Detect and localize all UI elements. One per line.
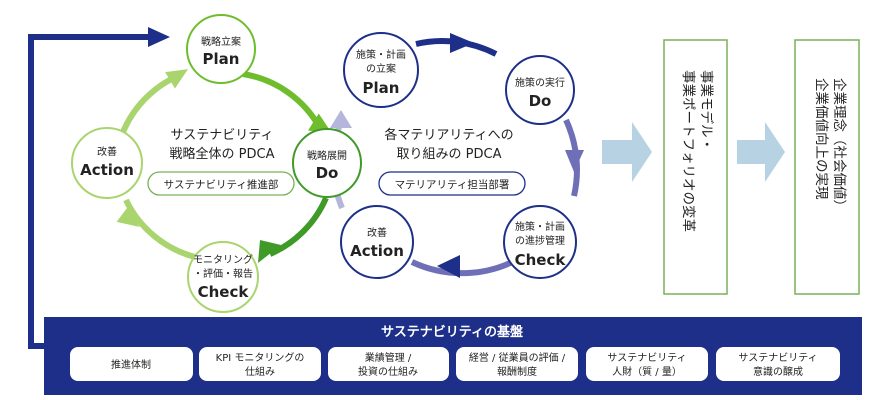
- foundation-item: 推進体制: [70, 347, 193, 381]
- right-check-label-line2: の進捗管理: [515, 234, 565, 247]
- right-plan-label-line1: 施策・計画: [356, 48, 406, 61]
- left-cycle-owner-badge: サステナビリティ推進部: [147, 171, 295, 196]
- left-check-label-line1: モニタリング: [193, 253, 253, 266]
- foundation-item-2-line1: KPI モニタリングの: [216, 351, 305, 364]
- left-node-plan: 戦略立案 Plan: [186, 14, 256, 84]
- left-plan-phase: Plan: [203, 50, 240, 68]
- right-plan-phase: Plan: [363, 79, 400, 97]
- left-node-do: 戦略展開 Do: [292, 128, 362, 198]
- foundation-item-6-line2: 意識の醸成: [753, 365, 803, 378]
- left-node-action: 改善 Action: [71, 127, 143, 199]
- right-cycle-owner-badge: マテリアリティ担当部署: [378, 171, 526, 196]
- left-cycle-owner: サステナビリティ推進部: [164, 178, 279, 191]
- foundation-item-1-line1: 推進体制: [111, 358, 151, 371]
- foundation-title: サステナビリティの基盤: [381, 324, 524, 340]
- left-plan-label: 戦略立案: [201, 35, 241, 48]
- right-cycle-title-line2: 取り組みの PDCA: [397, 147, 502, 162]
- foundation-bar: サステナビリティの基盤 推進体制 KPI モニタリングの 仕組み 業績管理 / …: [44, 317, 862, 395]
- foundation-item-5-line2: 人財（質 / 量）: [612, 365, 682, 378]
- chevron-arrow-1: [602, 122, 652, 182]
- outcome-1-line2: 事業ポートフォリオの変革: [680, 70, 697, 232]
- foundation-item: 経営 / 従業員の評価 / 報酬制度: [456, 347, 578, 381]
- foundation-item: サステナビリティ 意識の醸成: [716, 347, 840, 381]
- left-do-phase: Do: [316, 164, 339, 182]
- outcome-box-1: 事業モデル・ 事業ポートフォリオの変革: [663, 39, 728, 295]
- left-action-phase: Action: [80, 161, 134, 179]
- foundation-item-3-line2: 投資の仕組み: [358, 365, 418, 378]
- right-check-label-line1: 施策・計画: [515, 220, 565, 233]
- right-node-plan: 施策・計画 の立案 Plan: [343, 32, 419, 108]
- right-plan-label-line2: の立案: [366, 62, 396, 75]
- right-node-action: 改善 Action: [340, 205, 414, 279]
- right-do-phase: Do: [529, 92, 552, 110]
- foundation-item: KPI モニタリングの 仕組み: [199, 347, 321, 381]
- chevron-arrow-2: [737, 122, 785, 182]
- foundation-item-2-line2: 仕組み: [245, 365, 275, 378]
- right-cycle-arrowheads: [330, 33, 584, 278]
- right-action-label: 改善: [367, 226, 387, 239]
- outcome-1-line1: 事業モデル・: [698, 70, 715, 151]
- foundation-item: 業績管理 / 投資の仕組み: [328, 347, 449, 381]
- right-node-check: 施策・計画 の進捗管理 Check: [503, 205, 577, 279]
- foundation-item-3-line1: 業績管理 /: [365, 351, 412, 364]
- foundation-item-4-line2: 報酬制度: [497, 365, 537, 378]
- right-check-phase: Check: [515, 251, 567, 269]
- right-cycle-owner: マテリアリティ担当部署: [395, 178, 510, 191]
- outcome-2-line2: 企業価値向上の実現: [813, 78, 830, 200]
- foundation-item-4-line1: 経営 / 従業員の評価 /: [469, 351, 566, 364]
- foundation-item: サステナビリティ 人財（質 / 量）: [586, 347, 708, 381]
- left-node-check: モニタリング ・評価・報告 Check: [187, 241, 259, 313]
- right-node-do: 施策の実行 Do: [505, 55, 575, 125]
- right-do-label: 施策の実行: [515, 76, 565, 89]
- foundation-item-6-line1: サステナビリティ: [738, 352, 817, 364]
- right-cycle-title-line1: 各マテリアリティへの: [384, 127, 513, 143]
- outcome-2-line1: 企業理念（社会価値）: [831, 78, 848, 213]
- foundation-feedback-connector: [28, 27, 170, 349]
- left-check-label-line2: ・評価・報告: [193, 267, 253, 280]
- left-do-label: 戦略展開: [307, 149, 347, 162]
- foundation-item-5-line1: サステナビリティ: [607, 352, 686, 364]
- left-cycle-arrowheads: [116, 69, 333, 263]
- left-cycle-title-line1: サステナビリティ: [171, 128, 274, 143]
- left-cycle-title-line2: 戦略全体の PDCA: [170, 146, 275, 162]
- left-check-phase: Check: [198, 283, 250, 301]
- left-action-label: 改善: [97, 145, 117, 158]
- right-action-phase: Action: [350, 242, 404, 260]
- outcome-box-2: 企業理念（社会価値） 企業価値向上の実現: [794, 39, 860, 295]
